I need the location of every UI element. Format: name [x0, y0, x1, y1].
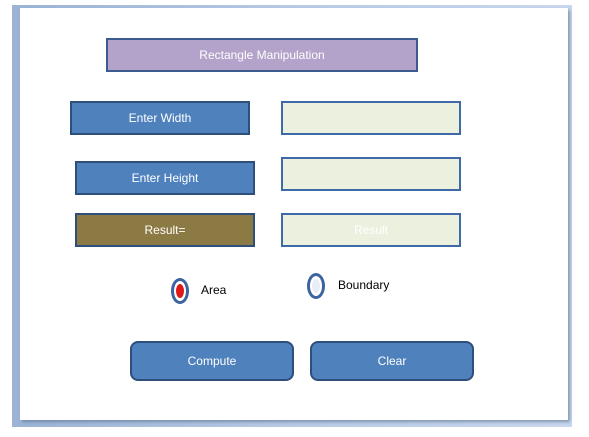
- width-label: Enter Width: [70, 101, 250, 135]
- boundary-radio[interactable]: [307, 273, 325, 299]
- radio-unselected-dot-icon: [312, 279, 320, 293]
- boundary-radio-label: Boundary: [338, 278, 390, 292]
- result-field: Result: [281, 213, 461, 247]
- area-radio[interactable]: [171, 278, 189, 304]
- height-input[interactable]: [281, 157, 461, 191]
- compute-button[interactable]: Compute: [130, 341, 294, 381]
- height-label: Enter Height: [75, 161, 255, 195]
- result-label: Result=: [75, 213, 255, 247]
- clear-button[interactable]: Clear: [310, 341, 474, 381]
- slide-canvas: Rectangle Manipulation Enter Width Enter…: [20, 8, 568, 420]
- area-radio-label: Area: [201, 283, 227, 297]
- radio-selected-dot-icon: [176, 284, 184, 298]
- width-input[interactable]: [281, 101, 461, 135]
- page-title: Rectangle Manipulation: [106, 38, 418, 72]
